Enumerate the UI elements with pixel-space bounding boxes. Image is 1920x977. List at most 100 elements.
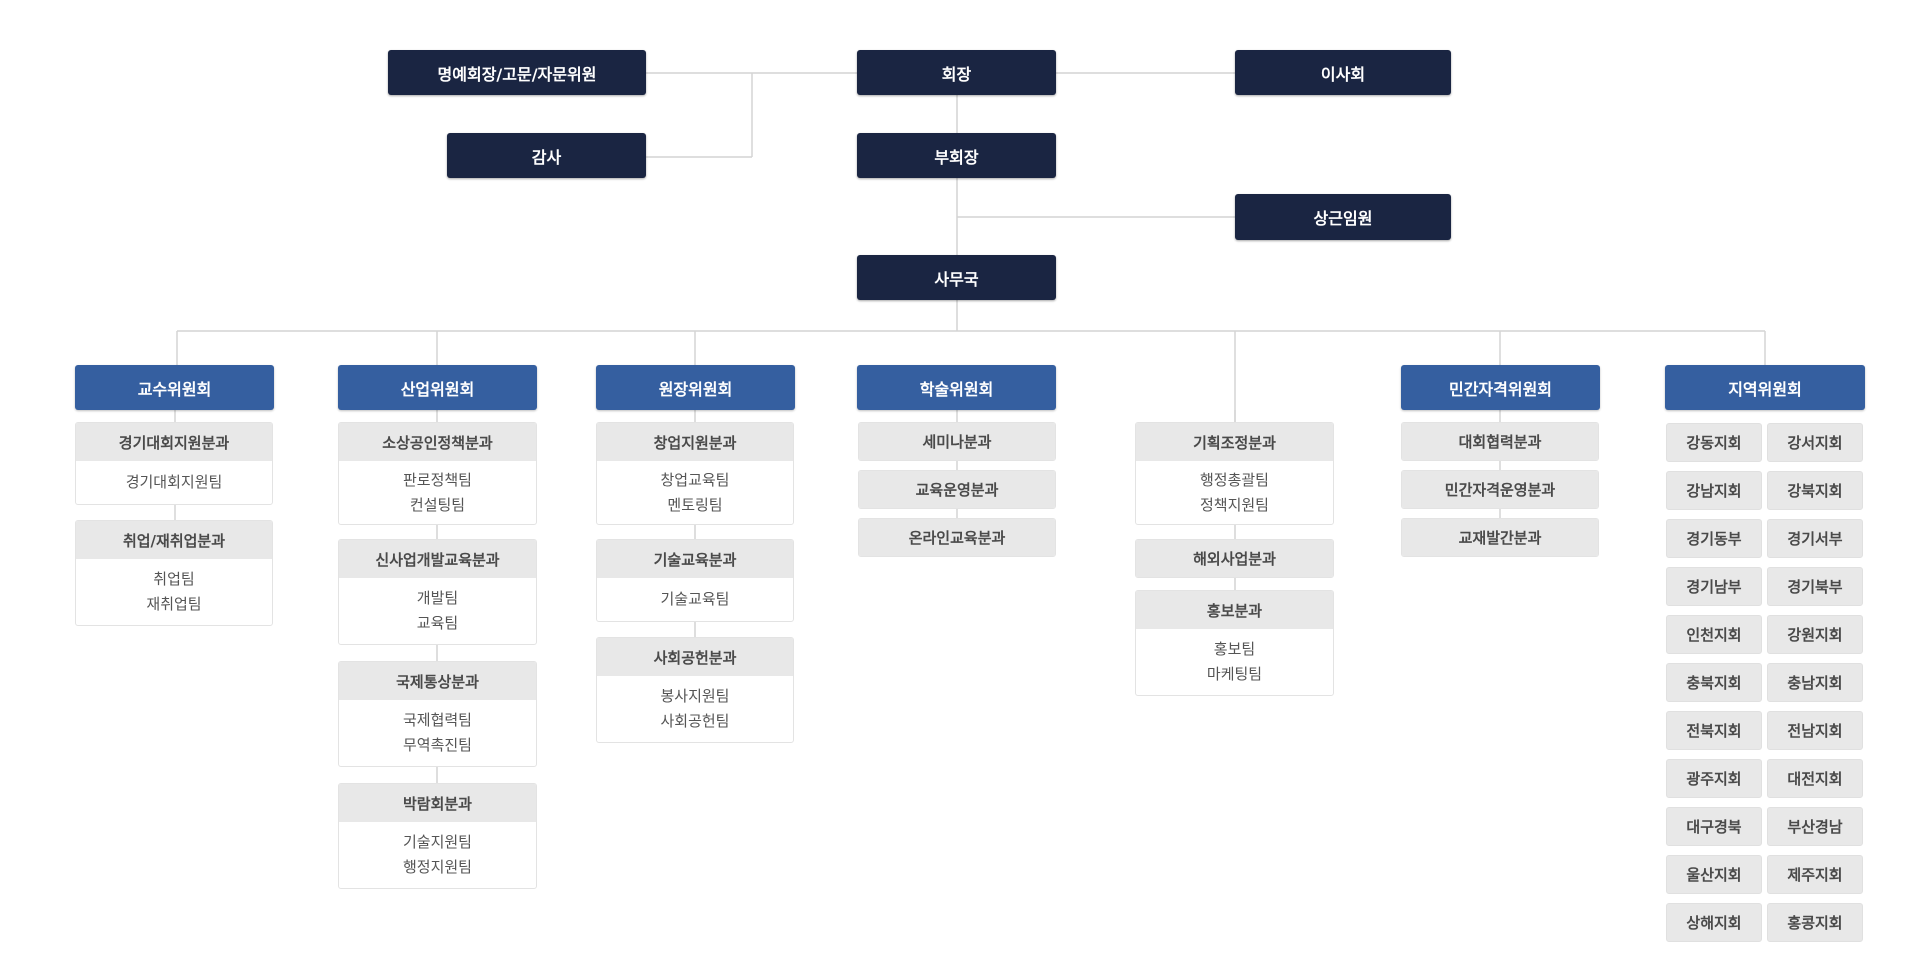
dept-head: 민간자격운영분과 [1402, 471, 1598, 508]
team-item: 기술지원팀 [402, 833, 472, 851]
team-item: 행정총괄팀 [1199, 470, 1269, 489]
industry-committee-label: 산업위원회 [400, 379, 475, 399]
team-list: 판로정책팀 컨설팅팀 [339, 461, 536, 524]
region-branch: 경기북부 [1767, 567, 1863, 606]
team-item: 멘토링팀 [667, 495, 723, 514]
region-branch: 전북지회 [1666, 711, 1762, 750]
team-item: 홍보팀 [1213, 640, 1256, 658]
dept-head: 교육운영분과 [859, 471, 1055, 508]
dept-head: 교재발간분과 [1402, 519, 1598, 556]
vice-chairman-box: 부회장 [857, 133, 1056, 178]
standing-officer-label: 상근임원 [1313, 209, 1373, 228]
team-list: 국제협력팀 무역촉진팀 [339, 700, 536, 766]
region-branch: 전남지회 [1767, 711, 1863, 750]
dept-head: 신사업개발교육분과 [339, 540, 536, 578]
dept-head: 소상공인정책분과 [339, 423, 536, 461]
team-list: 기술교육팀 [597, 578, 793, 621]
dept-head: 국제통상분과 [339, 662, 536, 700]
team-item: 사회공헌팀 [660, 712, 730, 730]
region-branch: 강남지회 [1666, 471, 1762, 510]
team-item: 행정지원팀 [402, 858, 472, 876]
region-branch: 강북지회 [1767, 471, 1863, 510]
dept-international-trade: 국제통상분과 국제협력팀 무역촉진팀 [338, 661, 537, 767]
team-item: 개발팀 [416, 589, 459, 607]
team-item: 정책지원팀 [1199, 495, 1269, 514]
auditor-box: 감사 [447, 133, 646, 178]
team-item: 경기대회지원팀 [125, 473, 223, 491]
team-item: 기술교육팀 [660, 590, 730, 608]
region-branch: 강원지회 [1767, 615, 1863, 654]
dept-textbook-publishing: 교재발간분과 [1401, 518, 1599, 557]
team-list: 홍보팀 마케팅팀 [1136, 629, 1333, 695]
academic-committee-label: 학술위원회 [919, 379, 994, 399]
dept-competition-support: 경기대회지원분과 경기대회지원팀 [75, 422, 273, 505]
region-branch: 대구경북 [1666, 807, 1762, 846]
private-cert-committee: 민간자격위원회 [1401, 365, 1600, 410]
dept-head: 기획조정분과 [1136, 423, 1333, 461]
team-item: 무역촉진팀 [402, 736, 472, 754]
dept-seminar: 세미나분과 [858, 422, 1056, 461]
region-branch: 부산경남 [1767, 807, 1863, 846]
honorary-advisors-label: 명예회장/고문/자문위원 [437, 64, 597, 84]
dept-online-education: 온라인교육분과 [858, 518, 1056, 557]
board-label: 이사회 [1320, 64, 1366, 84]
dept-employment: 취업/재취업분과 취업팀 재취업팀 [75, 520, 273, 626]
team-list: 봉사지원팀 사회공헌팀 [597, 676, 793, 742]
director-committee-label: 원장위원회 [658, 379, 733, 399]
team-list: 개발팀 교육팀 [339, 578, 536, 644]
auditor-label: 감사 [531, 147, 562, 167]
team-item: 재취업팀 [146, 595, 202, 613]
board-box: 이사회 [1235, 50, 1451, 95]
region-branch: 인천지회 [1666, 615, 1762, 654]
chairman-label: 회장 [941, 64, 972, 84]
chairman-box: 회장 [857, 50, 1056, 95]
team-item: 판로정책팀 [402, 470, 472, 489]
dept-exhibition: 박람회분과 기술지원팀 행정지원팀 [338, 783, 537, 889]
professor-committee-label: 교수위원회 [137, 379, 212, 399]
region-branch: 강서지회 [1767, 423, 1863, 462]
dept-head: 대회협력분과 [1402, 423, 1598, 460]
team-list: 기술지원팀 행정지원팀 [339, 822, 536, 888]
dept-social-contribution: 사회공헌분과 봉사지원팀 사회공헌팀 [596, 637, 794, 743]
private-cert-committee-label: 민간자격위원회 [1448, 379, 1553, 399]
industry-committee: 산업위원회 [338, 365, 537, 410]
dept-head: 창업지원분과 [597, 423, 793, 461]
region-branch: 광주지회 [1666, 759, 1762, 798]
region-branch: 홍콩지회 [1767, 903, 1863, 942]
team-list: 취업팀 재취업팀 [76, 559, 272, 625]
region-branch: 충북지회 [1666, 663, 1762, 702]
regional-committee: 지역위원회 [1665, 365, 1865, 410]
region-branch: 상해지회 [1666, 903, 1762, 942]
secretariat-box: 사무국 [857, 255, 1056, 300]
regional-committee-label: 지역위원회 [1728, 379, 1802, 399]
dept-head: 기술교육분과 [597, 540, 793, 578]
dept-tech-education: 기술교육분과 기술교육팀 [596, 539, 794, 622]
dept-education-operation: 교육운영분과 [858, 470, 1056, 509]
dept-startup-support: 창업지원분과 창업교육팀 멘토링팀 [596, 422, 794, 525]
region-branch: 울산지회 [1666, 855, 1762, 894]
dept-head: 세미나분과 [859, 423, 1055, 460]
secretariat-label: 사무국 [934, 269, 979, 289]
standing-officer-box: 상근임원 [1235, 194, 1451, 240]
professor-committee: 교수위원회 [75, 365, 274, 410]
region-branch: 충남지회 [1767, 663, 1863, 702]
region-branch: 제주지회 [1767, 855, 1863, 894]
dept-head: 사회공헌분과 [597, 638, 793, 676]
team-list: 경기대회지원팀 [76, 461, 272, 504]
dept-planning-coordination: 기획조정분과 행정총괄팀 정책지원팀 [1135, 422, 1334, 525]
dept-head: 박람회분과 [339, 784, 536, 822]
team-item: 교육팀 [416, 614, 459, 632]
dept-head: 취업/재취업분과 [76, 521, 272, 559]
dept-head: 홍보분과 [1136, 591, 1333, 629]
team-item: 취업팀 [153, 570, 195, 588]
dept-head: 경기대회지원분과 [76, 423, 272, 461]
dept-private-cert-operation: 민간자격운영분과 [1401, 470, 1599, 509]
team-item: 국제협력팀 [402, 711, 472, 729]
region-branch: 경기남부 [1666, 567, 1762, 606]
team-list: 창업교육팀 멘토링팀 [597, 461, 793, 524]
team-item: 마케팅팀 [1206, 665, 1263, 683]
team-item: 봉사지원팀 [660, 687, 730, 705]
academic-committee: 학술위원회 [857, 365, 1056, 410]
region-branch: 경기동부 [1666, 519, 1762, 558]
team-list: 행정총괄팀 정책지원팀 [1136, 461, 1333, 524]
